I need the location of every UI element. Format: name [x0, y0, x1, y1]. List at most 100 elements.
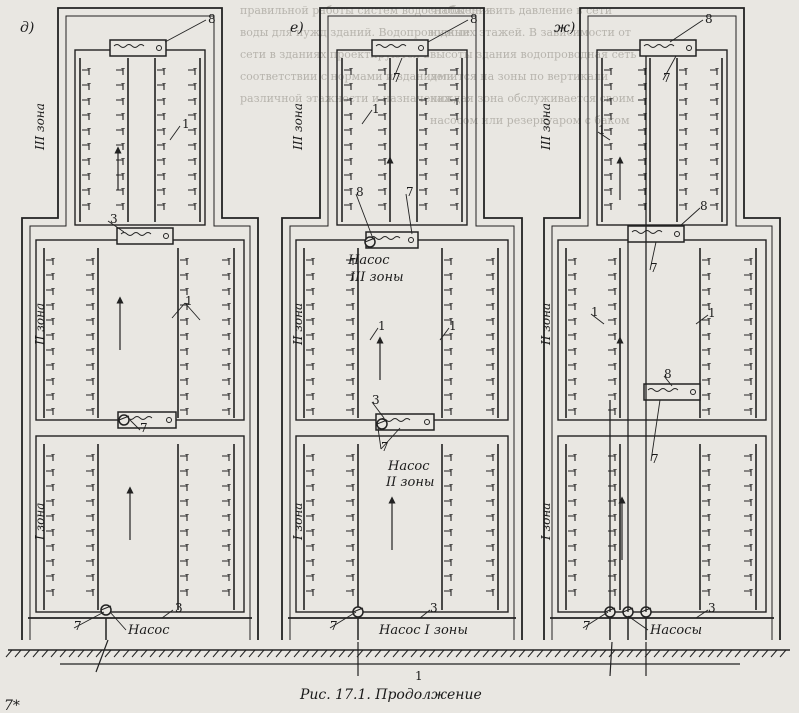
fixture-tap — [444, 363, 453, 370]
fixture-tap — [180, 454, 189, 461]
hatch-line — [257, 649, 265, 658]
hatch-line — [32, 649, 40, 658]
fixture-tap — [444, 574, 453, 581]
fixture-tap — [679, 98, 688, 105]
fixture-tap — [486, 273, 495, 280]
zone-network-box — [295, 239, 509, 421]
building-inner-outline — [551, 15, 773, 640]
fixture-tap — [46, 454, 55, 461]
fixture-tap — [568, 469, 577, 476]
hatch-line — [239, 649, 247, 658]
panel-e-riser2-b: 1 — [449, 319, 457, 333]
hatch-line — [140, 649, 148, 658]
zone-network-box — [74, 49, 206, 226]
hatch-line — [536, 649, 544, 658]
fixture-tap — [306, 363, 315, 370]
fixture-tap — [86, 318, 95, 325]
fixture-tap — [608, 393, 617, 400]
hatch-line — [428, 649, 436, 658]
fixture-tap — [486, 363, 495, 370]
hatch-line — [707, 649, 715, 658]
leader-line — [171, 302, 186, 319]
fixture-tap — [86, 258, 95, 265]
fixture-tap — [116, 158, 125, 165]
panel-d-low-tank-num: 7 — [140, 421, 148, 435]
panel-e-bottom-main-num: 3 — [430, 601, 438, 615]
hatch-line — [320, 649, 328, 658]
building-inner-outline — [29, 15, 251, 640]
fixture-tap — [157, 158, 166, 165]
fixture-tap — [702, 363, 711, 370]
fixture-tap — [82, 98, 91, 105]
panel-zh-zone3: III зона — [539, 103, 553, 151]
pump-symbol-line — [376, 419, 388, 425]
panel-e-tank2-num: 3 — [372, 393, 380, 407]
fixture-tap — [744, 318, 753, 325]
tank-float-valve — [674, 231, 680, 237]
hatch-line — [266, 649, 274, 658]
fixture-tap — [46, 303, 55, 310]
fixture-tap — [346, 499, 355, 506]
fixture-tap — [86, 454, 95, 461]
fixture-tap — [306, 393, 315, 400]
pump-symbol-line — [364, 237, 376, 243]
fixture-tap — [222, 544, 231, 551]
fixture-tap — [444, 529, 453, 536]
fixture-tap — [486, 303, 495, 310]
hatch-line — [158, 649, 166, 658]
fixture-tap — [180, 393, 189, 400]
fixture-tap — [116, 203, 125, 210]
fixture-tap — [46, 469, 55, 476]
fixture-tap — [702, 589, 711, 596]
fixture-tap — [710, 98, 719, 105]
fixture-tap — [744, 348, 753, 355]
hatch-line — [779, 649, 787, 658]
fixture-tap — [346, 393, 355, 400]
background-text-line: каждая зона обслуживается своим — [430, 92, 635, 105]
fixture-tap — [222, 484, 231, 491]
zone-network-box — [295, 435, 509, 613]
fixture-tap — [710, 188, 719, 195]
fixture-tap — [608, 333, 617, 340]
fixture-tap — [46, 348, 55, 355]
fixture-tap — [86, 288, 95, 295]
fixture-tap — [568, 333, 577, 340]
fixture-tap — [679, 143, 688, 150]
fixture-tap — [702, 288, 711, 295]
fixture-tap — [604, 158, 613, 165]
hatch-line — [581, 649, 589, 658]
fixture-tap — [679, 188, 688, 195]
fixture-tap — [744, 559, 753, 566]
fixture-tap — [444, 303, 453, 310]
hatch-line — [113, 649, 121, 658]
fixture-tap — [744, 363, 753, 370]
hatch-line — [338, 649, 346, 658]
panel-zh-top-tank-num: 8 — [705, 12, 713, 26]
fixture-tap — [486, 408, 495, 415]
fixture-tap — [568, 408, 577, 415]
panel-e-pump2-a: Насос — [387, 459, 430, 474]
fixture-tap — [222, 273, 231, 280]
fixture-tap — [568, 514, 577, 521]
fixture-tap — [486, 378, 495, 385]
fixture-tap — [344, 188, 353, 195]
hatch-line — [527, 649, 535, 658]
fixture-tap — [157, 128, 166, 135]
water-tank — [643, 383, 701, 401]
fixture-tap — [702, 514, 711, 521]
hatch-line — [743, 649, 751, 658]
fixture-tap — [346, 378, 355, 385]
fixture-tap — [346, 484, 355, 491]
fixture-tap — [306, 499, 315, 506]
hatch-line — [761, 649, 769, 658]
fixture-tap — [222, 514, 231, 521]
hatch-line — [23, 649, 31, 658]
inlet-leader — [609, 641, 613, 677]
leader-line — [184, 302, 201, 321]
panel-zh-feed-lines — [609, 56, 647, 612]
panel-e-pump3-b: III зоны — [349, 270, 404, 285]
fixture-tap — [157, 188, 166, 195]
tank-water-level — [113, 44, 145, 48]
fixture-tap — [568, 529, 577, 536]
fixture-tap — [744, 408, 753, 415]
